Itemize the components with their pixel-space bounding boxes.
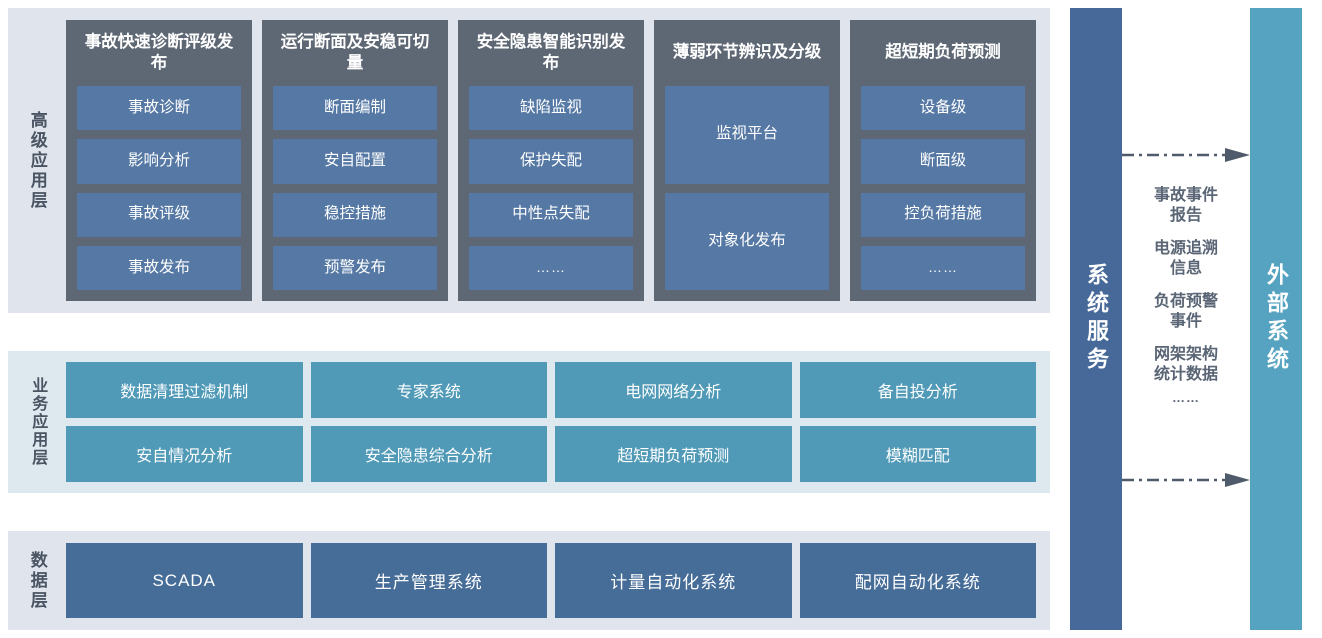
integration-flow-area: 事故事件 报告 电源追溯 信息 负荷预警 事件 网架架构 统计数据 ……	[1122, 8, 1250, 630]
adv-column-title: 事故快速诊断评级发布	[84, 32, 234, 72]
adv-item[interactable]: 设备级	[861, 86, 1025, 131]
adv-item[interactable]: 控负荷措施	[861, 192, 1025, 237]
adv-column-items: 设备级 断面级 控负荷措施 ……	[861, 86, 1025, 290]
data-layer-section: 数据层 SCADA 生产管理系统 计量自动化系统 配网自动化系统	[8, 531, 1050, 630]
business-item[interactable]: 模糊匹配	[799, 426, 1036, 482]
business-item[interactable]: 数据清理过滤机制	[66, 362, 303, 418]
flow-label-list: 事故事件 报告 电源追溯 信息 负荷预警 事件 网架架构 统计数据 ……	[1122, 186, 1250, 406]
external-system-bar[interactable]: 外部系统	[1250, 8, 1302, 630]
data-layer-row: SCADA 生产管理系统 计量自动化系统 配网自动化系统	[66, 531, 1050, 630]
adv-item[interactable]: 缺陷监视	[469, 86, 633, 131]
adv-column-items: 事故诊断 影响分析 事故评级 事故发布	[77, 86, 241, 290]
advanced-layer-columns: 事故快速诊断评级发布 事故诊断 影响分析 事故评级 事故发布 运行断面及安稳可切…	[66, 8, 1050, 313]
flow-arrow-bottom-icon	[1122, 473, 1250, 487]
advanced-application-layer-label: 高级应用层	[27, 110, 47, 211]
business-item[interactable]: 安全隐患综合分析	[310, 426, 547, 482]
adv-item[interactable]: 保护失配	[469, 139, 633, 184]
adv-column-weak-link[interactable]: 薄弱环节辨识及分级 监视平台 对象化发布	[654, 20, 840, 301]
data-layer-label: 数据层	[27, 550, 47, 611]
business-item[interactable]: 专家系统	[310, 362, 547, 418]
adv-item-ellipsis[interactable]: ……	[469, 245, 633, 290]
adv-item[interactable]: 监视平台	[665, 86, 829, 184]
external-system-label: 外部系统	[1264, 263, 1289, 375]
flow-label: 事故事件 报告	[1153, 187, 1218, 224]
adv-column-title: 安全隐患智能识别发布	[476, 32, 626, 72]
business-layer-row: 数据清理过滤机制 专家系统 电网网络分析 备自投分析	[66, 362, 1036, 418]
adv-item[interactable]: 事故诊断	[77, 86, 241, 131]
adv-item[interactable]: 中性点失配	[469, 192, 633, 237]
adv-column-operating-section[interactable]: 运行断面及安稳可切量 断面编制 安自配置 稳控措施 预警发布	[262, 20, 448, 301]
flow-label: 网架架构 统计数据	[1153, 346, 1218, 383]
adv-column-accident-diagnosis[interactable]: 事故快速诊断评级发布 事故诊断 影响分析 事故评级 事故发布	[66, 20, 252, 301]
adv-item-ellipsis[interactable]: ……	[861, 245, 1025, 290]
adv-column-title: 薄弱环节辨识及分级	[672, 43, 822, 62]
adv-column-items: 缺陷监视 保护失配 中性点失配 ……	[469, 86, 633, 290]
business-item[interactable]: 备自投分析	[799, 362, 1036, 418]
flow-arrow-top-icon	[1122, 148, 1250, 162]
data-source-item[interactable]: 生产管理系统	[310, 543, 547, 618]
system-service-bar[interactable]: 系统服务	[1070, 8, 1122, 630]
data-source-item[interactable]: 计量自动化系统	[555, 543, 792, 618]
adv-item[interactable]: 安自配置	[273, 139, 437, 184]
adv-item[interactable]: 预警发布	[273, 245, 437, 290]
data-source-item[interactable]: 配网自动化系统	[799, 543, 1036, 618]
adv-item[interactable]: 事故发布	[77, 245, 241, 290]
business-application-layer-section: 业务应用层 数据清理过滤机制 专家系统 电网网络分析 备自投分析 安自情况分析 …	[8, 351, 1050, 493]
adv-column-title: 超短期负荷预测	[885, 43, 1001, 62]
adv-item[interactable]: 对象化发布	[665, 192, 829, 290]
adv-column-title: 运行断面及安稳可切量	[280, 32, 430, 72]
business-item[interactable]: 超短期负荷预测	[555, 426, 792, 482]
data-source-item[interactable]: SCADA	[66, 543, 303, 618]
business-layer-grid: 数据清理过滤机制 专家系统 电网网络分析 备自投分析 安自情况分析 安全隐患综合…	[66, 351, 1050, 493]
system-service-label: 系统服务	[1084, 263, 1109, 375]
adv-item[interactable]: 断面编制	[273, 86, 437, 131]
advanced-application-layer-section: 高级应用层 事故快速诊断评级发布 事故诊断 影响分析 事故评级 事故发布 运行断…	[8, 8, 1050, 313]
adv-item[interactable]: 事故评级	[77, 192, 241, 237]
business-application-layer-label: 业务应用层	[29, 377, 47, 467]
business-layer-row: 安自情况分析 安全隐患综合分析 超短期负荷预测 模糊匹配	[66, 426, 1036, 482]
adv-column-safety-hazard[interactable]: 安全隐患智能识别发布 缺陷监视 保护失配 中性点失配 ……	[458, 20, 644, 301]
adv-item[interactable]: 稳控措施	[273, 192, 437, 237]
adv-item[interactable]: 断面级	[861, 139, 1025, 184]
business-item[interactable]: 安自情况分析	[66, 426, 303, 482]
flow-label: 负荷预警 事件	[1153, 293, 1218, 330]
flow-label: 电源追溯 信息	[1153, 240, 1218, 277]
adv-column-load-forecast[interactable]: 超短期负荷预测 设备级 断面级 控负荷措施 ……	[850, 20, 1036, 301]
adv-column-items: 监视平台 对象化发布	[665, 86, 829, 290]
flow-label-ellipsis: ……	[1172, 390, 1200, 406]
business-item[interactable]: 电网网络分析	[555, 362, 792, 418]
adv-item[interactable]: 影响分析	[77, 139, 241, 184]
adv-column-items: 断面编制 安自配置 稳控措施 预警发布	[273, 86, 437, 290]
